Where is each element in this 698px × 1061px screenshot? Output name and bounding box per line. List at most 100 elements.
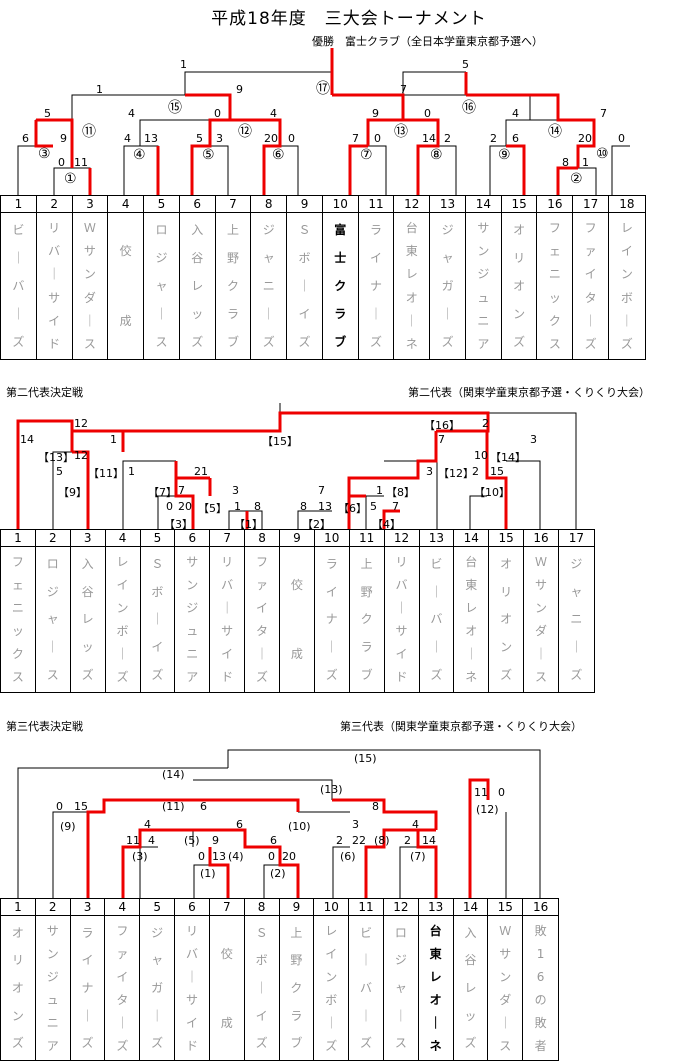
champion-label: 優勝 富士クラブ（全日本学童東京都予選へ）	[312, 35, 543, 48]
bracket-label: 【1】	[234, 518, 263, 531]
bracket-label: 22	[352, 834, 366, 847]
team-number: 13	[418, 899, 453, 916]
team-number: 1	[1, 899, 35, 916]
bracket-label: 3	[232, 484, 239, 497]
bracket-label: 【16】	[424, 419, 460, 432]
team-column: 14 サンジュニア	[465, 196, 502, 359]
match-circle: ⑭	[548, 124, 562, 140]
team-number: 18	[609, 196, 645, 213]
team-number: 11	[349, 899, 383, 916]
bracket-label: 6	[200, 800, 207, 813]
bracket-label: 8	[372, 800, 379, 813]
bracket-label: 7	[600, 107, 607, 120]
team-number: 2	[36, 196, 72, 213]
team-name: ライナ｜ズ	[325, 556, 338, 683]
bracket-label: 4	[144, 818, 151, 831]
bracket-label: 21	[194, 465, 208, 478]
team-number: 9	[280, 530, 314, 547]
team-number: 15	[501, 196, 537, 213]
team-number: 10	[322, 196, 358, 213]
match-circle: ⑫	[238, 124, 252, 140]
bracket-label: (3)	[132, 850, 148, 863]
team-number: 4	[105, 530, 140, 547]
section3-heading: 第三代表決定戦	[6, 720, 83, 733]
team-number: 9	[279, 899, 314, 916]
bracket-label: 0	[198, 850, 205, 863]
bracket-label: 8	[254, 500, 261, 513]
bracket-label: 【6】	[338, 502, 367, 515]
bracket-label: 2	[336, 834, 343, 847]
bracket-label: 8	[562, 156, 569, 169]
team-name: オリオンズ	[500, 556, 513, 683]
bracket-label: 0	[498, 786, 505, 799]
team-number: 3	[70, 899, 105, 916]
team-number: 1	[1, 530, 35, 547]
team-column: 2 リバ｜サイド	[36, 196, 73, 359]
bracket-label: 0	[424, 107, 431, 120]
team-name: 上野クラブ	[290, 925, 303, 1051]
bracket-label: 0	[56, 800, 63, 813]
team-number: 14	[465, 196, 501, 213]
team-name: リバ｜サイド	[221, 554, 234, 685]
team-name: ビ｜バ｜ズ	[430, 556, 443, 683]
bracket-label: 【12】	[438, 467, 474, 480]
team-name: レインボ｜ズ	[325, 923, 338, 1053]
bracket-label: 0	[374, 132, 381, 145]
team-number: 17	[573, 196, 609, 213]
bracket-label: 【7】	[148, 486, 177, 499]
team-name: フェニックス	[548, 220, 561, 352]
bracket-label: 2	[490, 132, 497, 145]
bracket-label: 3	[216, 132, 223, 145]
bracket-label: (8)	[374, 834, 390, 847]
bracket-label: 6	[22, 132, 29, 145]
bracket-label: 【8】	[386, 486, 415, 499]
bracket-label: 0	[58, 156, 65, 169]
bracket-label: 【14】	[490, 451, 526, 464]
team-number: 1	[1, 196, 36, 213]
team-number: 7	[209, 899, 244, 916]
bracket-label: 13	[318, 500, 332, 513]
section2-heading: 第二代表決定戦	[6, 386, 83, 399]
team-name: サンジュニア	[477, 220, 490, 352]
section3-representative: 第三代表（関東学童東京都予選・くりくり大会）	[340, 720, 582, 733]
bracket-label: 5	[56, 465, 63, 478]
bracket-label: 4	[512, 107, 519, 120]
match-circle: ⑪	[82, 124, 96, 140]
bracket-label: (15)	[354, 752, 377, 765]
team-number: 6	[175, 530, 210, 547]
bracket-label: 13	[144, 132, 158, 145]
bracket-label: 0	[288, 132, 295, 145]
bracket-label: 6	[512, 132, 519, 145]
bracket-label: 3	[352, 818, 359, 831]
bracket-label: 6	[236, 818, 243, 831]
bracket-label: 4	[412, 818, 419, 831]
team-name: ライナ｜ズ	[81, 925, 94, 1051]
team-name: ファイタ｜ズ	[584, 220, 597, 352]
page-title: 平成18年度 三大会トーナメント	[211, 9, 487, 29]
team-number: 12	[384, 530, 419, 547]
team-number: 12	[383, 899, 418, 916]
team-name: オリオンズ	[513, 223, 526, 349]
bracket-label: 1	[582, 156, 589, 169]
match-circle: ⑦	[360, 147, 373, 163]
team-name: 台東レオ｜ネ	[405, 220, 418, 352]
bracket-label: 14	[20, 433, 34, 446]
team-name: リバ｜サイド	[48, 220, 61, 352]
